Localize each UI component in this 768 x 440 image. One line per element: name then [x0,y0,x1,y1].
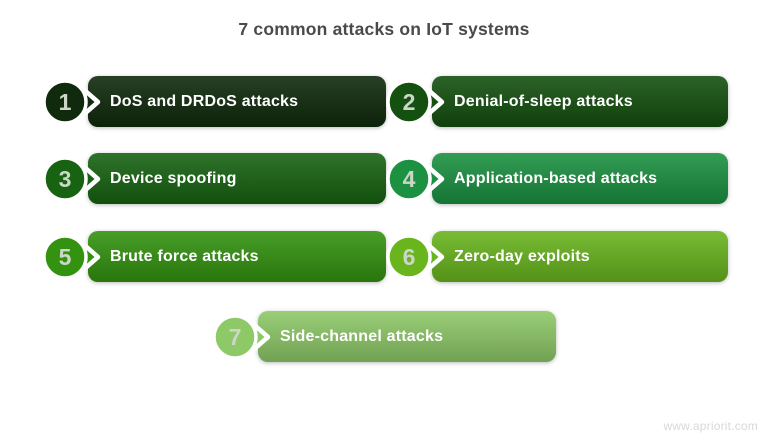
attack-label: Device spoofing [110,170,237,187]
badge-circle [386,78,432,125]
attack-label: Brute force attacks [110,248,259,265]
attack-item-4: 4 Application-based attacks [386,153,728,204]
badge-circle [42,78,88,125]
watermark: www.apriorit.com [663,419,758,433]
attack-item-3: 3 Device spoofing [42,153,386,204]
badge-number: 5 [59,244,72,270]
badge-circle [42,155,88,202]
attack-item-6: 6 Zero-day exploits [386,231,728,282]
badge-number: 4 [403,166,416,192]
attack-label: Application-based attacks [454,170,658,187]
attack-label: Zero-day exploits [454,248,590,265]
attack-label: Side-channel attacks [280,328,444,345]
badge-number: 7 [229,324,242,350]
badge-number: 2 [403,89,416,115]
attack-item-1: 1 DoS and DRDoS attacks [42,76,386,127]
attack-item-7: 7 Side-channel attacks [212,311,556,362]
attack-label: DoS and DRDoS attacks [110,93,299,110]
attack-item-5: 5 Brute force attacks [42,231,386,282]
badge-circle [386,155,432,202]
attack-item-2: 2 Denial-of-sleep attacks [386,76,728,127]
badge-circle [386,233,432,280]
badge-circle [42,233,88,280]
badge-number: 6 [403,244,416,270]
badge-number: 3 [59,166,72,192]
badge-number: 1 [59,89,72,115]
badge-circle [212,313,258,360]
page-title: 7 common attacks on IoT systems [238,19,530,39]
attack-label: Denial-of-sleep attacks [454,93,633,110]
